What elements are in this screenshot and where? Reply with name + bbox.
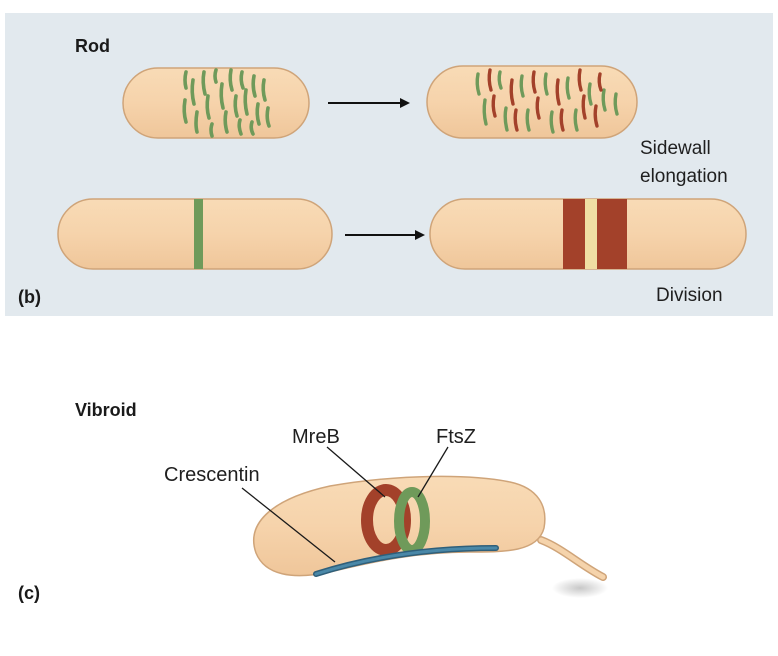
vibroid-title: Vibroid	[75, 400, 137, 420]
crescentin-label: Crescentin	[164, 464, 260, 486]
mreb-patches-old-green	[475, 70, 619, 134]
mreb-ring	[361, 484, 411, 556]
ftsz-ring-green	[194, 199, 203, 269]
rod-title: Rod	[75, 36, 110, 56]
division-septum	[585, 199, 597, 269]
mreb-label: MreB	[292, 426, 340, 448]
panel-b-label: (b)	[18, 287, 41, 307]
ftsz-leader	[417, 446, 449, 498]
ftsz-label: FtsZ	[436, 426, 476, 448]
ftsz-ring	[394, 487, 430, 555]
sidewall-label-line2: elongation	[640, 166, 728, 187]
rod-cell-mreb-before	[122, 67, 310, 139]
sidewall-label-line1: Sidewall	[640, 138, 711, 159]
panel-c-label: (c)	[18, 583, 40, 603]
division-label: Division	[656, 285, 723, 306]
mreb-patches-new-red	[487, 68, 603, 132]
rod-cell-mreb-after	[426, 65, 638, 139]
rod-cell-ftsz-before	[57, 198, 333, 270]
cell-shadow	[552, 578, 608, 598]
mreb-patches-green	[182, 68, 271, 138]
crescentin-leader	[241, 487, 336, 563]
mreb-leader	[326, 446, 386, 498]
rod-cell-ftsz-after	[429, 198, 747, 270]
